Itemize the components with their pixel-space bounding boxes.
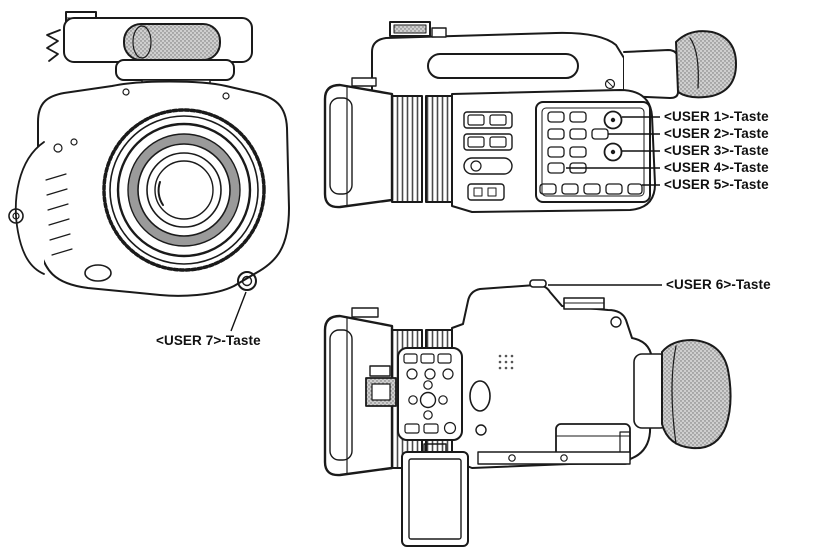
leader-lines bbox=[230, 116, 662, 332]
user6-label: <USER 6>-Taste bbox=[666, 277, 771, 292]
user5-button bbox=[627, 183, 643, 195]
front-view-illustration bbox=[8, 11, 290, 297]
bottom-plate bbox=[477, 451, 631, 465]
switch-cluster bbox=[463, 111, 513, 175]
user7-label: <USER 7>-Taste bbox=[156, 333, 261, 348]
eyecup-2 bbox=[661, 339, 732, 450]
user3-button bbox=[603, 142, 623, 162]
lcd-panel bbox=[401, 451, 469, 547]
speaker-grille bbox=[498, 354, 514, 370]
lens-hood bbox=[323, 83, 394, 209]
rec-button bbox=[475, 424, 487, 436]
connector-block bbox=[467, 183, 505, 201]
microphone bbox=[123, 23, 221, 61]
lens-hood-2 bbox=[323, 314, 394, 477]
user2-label: <USER 2>-Taste bbox=[664, 126, 769, 141]
user-button-panel bbox=[535, 101, 651, 203]
user4-label: <USER 4>-Taste bbox=[664, 160, 769, 175]
camera-body-right bbox=[451, 284, 653, 469]
user6-button bbox=[529, 279, 547, 288]
hand-strap bbox=[15, 141, 45, 275]
lens bbox=[102, 108, 266, 272]
user7-leader bbox=[230, 291, 247, 332]
right-side-view-illustration bbox=[323, 279, 732, 547]
user7-button bbox=[237, 271, 257, 291]
user5-label: <USER 5>-Taste bbox=[664, 177, 769, 192]
user4-button bbox=[547, 162, 565, 174]
user1-button bbox=[603, 110, 623, 130]
cable-clamp bbox=[46, 29, 61, 62]
user3-label: <USER 3>-Taste bbox=[664, 143, 769, 158]
side-control-panel bbox=[397, 347, 463, 441]
focus-ring bbox=[391, 95, 423, 203]
left-side-view-illustration bbox=[323, 21, 737, 213]
zoom-rocker bbox=[469, 380, 491, 412]
eyecup bbox=[675, 30, 737, 99]
zoom-ring bbox=[425, 95, 453, 203]
user1-label: <USER 1>-Taste bbox=[664, 109, 769, 124]
